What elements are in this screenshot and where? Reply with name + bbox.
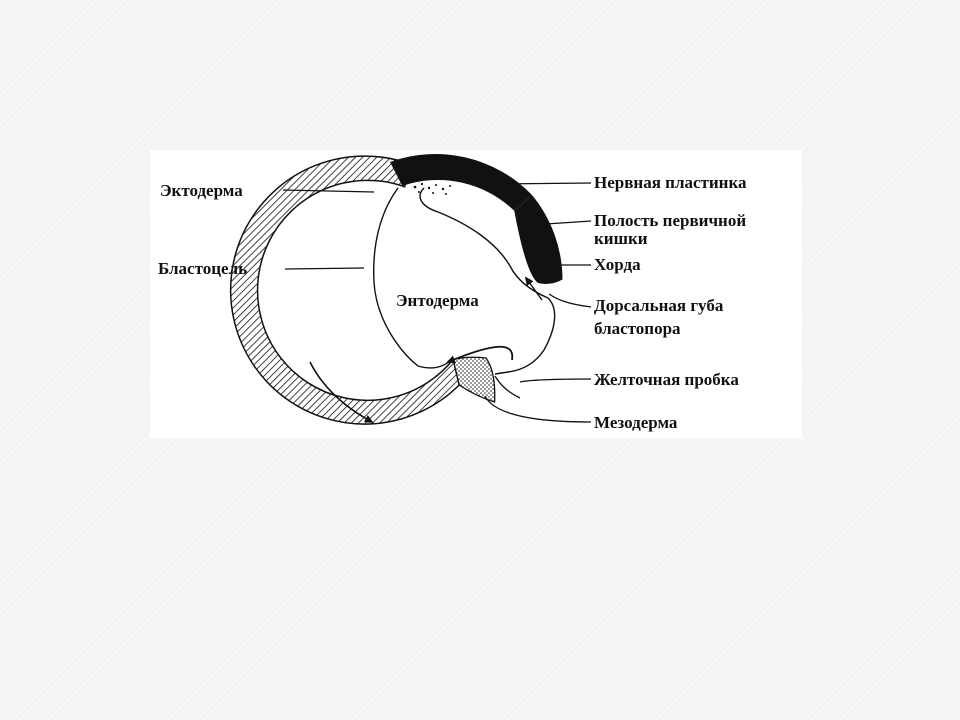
invagination-arrow-icon xyxy=(446,345,514,364)
leader-yolk-plug xyxy=(519,378,592,383)
label-archenteron-line2: кишки xyxy=(594,229,648,248)
label-dorsal-lip-line2: бластопора xyxy=(594,319,681,338)
mesoderm-layer xyxy=(452,356,496,403)
leader-ectoderm xyxy=(282,189,375,193)
label-notochord: Хорда xyxy=(594,255,641,274)
label-mesoderm: Мезодерма xyxy=(594,413,678,432)
leader-blastocoel xyxy=(284,267,365,270)
leader-neural-plate xyxy=(494,182,592,185)
neural-plate-layer xyxy=(390,154,532,211)
label-blastocoel: Бластоцель xyxy=(158,259,248,278)
leader-lines xyxy=(282,182,592,423)
label-endoderm: Энтодерма xyxy=(396,291,479,310)
label-archenteron-line1: Полость первичной xyxy=(594,211,747,230)
gastrula-diagram xyxy=(229,154,592,425)
rotation-arrow-icon xyxy=(309,361,374,423)
notochord-layer xyxy=(514,195,563,284)
label-neural-plate: Нервная пластинка xyxy=(594,173,747,192)
dorsal-lip-arrow-icon xyxy=(524,276,543,301)
endoderm-outline xyxy=(373,187,454,369)
label-yolk-plug: Желточная пробка xyxy=(594,370,739,389)
gastrula-figure: Эктодерма Бластоцель Энтодерма Нервная п… xyxy=(150,150,802,438)
neural-plate-speckle xyxy=(413,182,451,195)
label-dorsal-lip-line1: Дорсальная губа xyxy=(594,296,724,315)
leader-archenteron xyxy=(545,220,592,225)
leader-mesoderm xyxy=(484,395,592,423)
label-ectoderm: Эктодерма xyxy=(160,181,243,200)
archenteron-outline xyxy=(419,187,556,375)
leader-dorsal-lip xyxy=(548,293,592,308)
yolk-plug-outline xyxy=(494,375,521,399)
